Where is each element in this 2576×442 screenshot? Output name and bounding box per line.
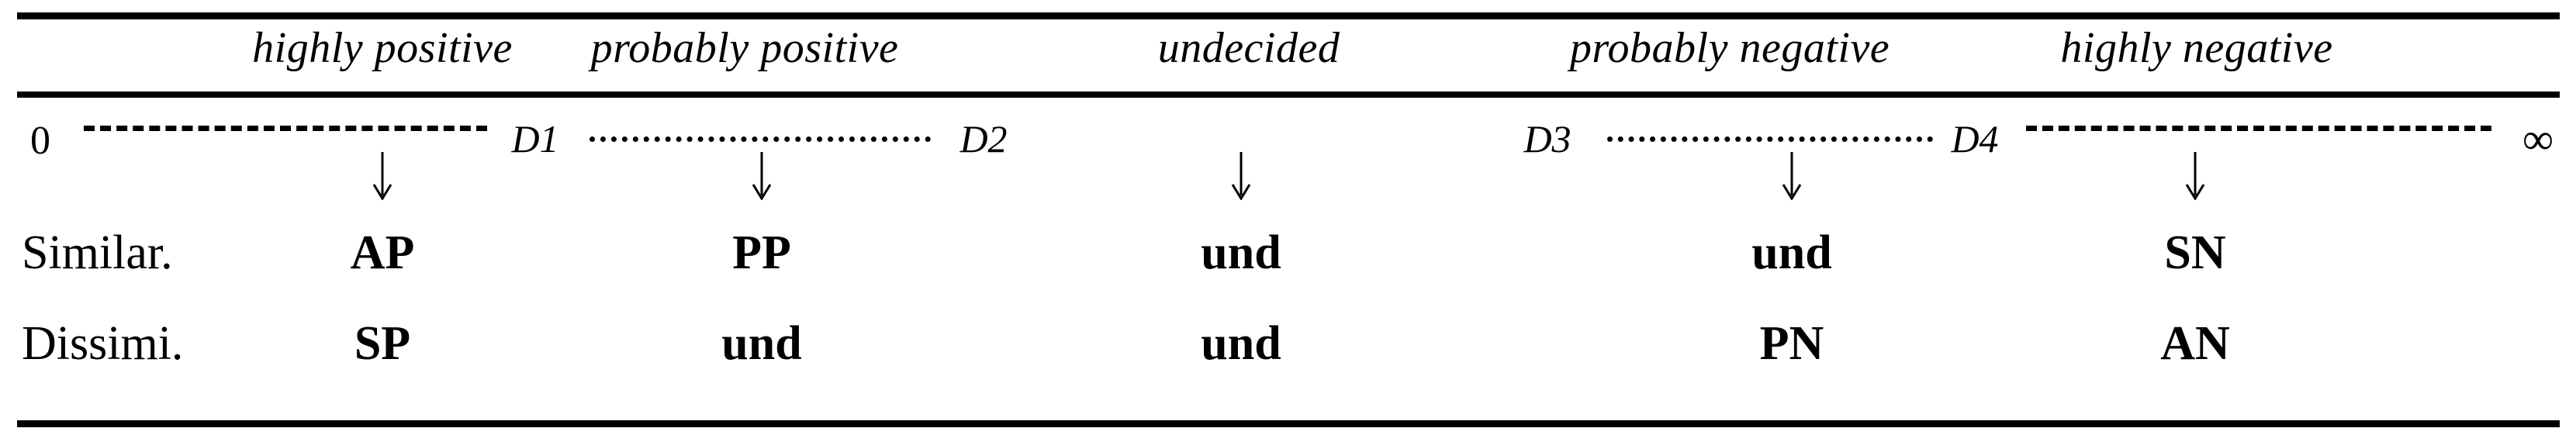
table-rule-middle bbox=[17, 92, 2560, 98]
group-label-highly-positive: highly positive bbox=[252, 24, 513, 72]
axis-segment-d1-d2 bbox=[590, 136, 931, 142]
axis-segment-d3-d4 bbox=[1607, 136, 1933, 142]
group-label-undecided: undecided bbox=[1157, 24, 1340, 72]
cell-dissimilar-probably-negative: PN bbox=[1759, 317, 1824, 370]
threshold-axis: 0 D1 D2 D3 D4 ∞ bbox=[0, 101, 2576, 161]
group-label-probably-negative: probably negative bbox=[1569, 24, 1890, 72]
cell-similar-probably-negative: und bbox=[1751, 226, 1832, 279]
axis-threshold-d4: D4 bbox=[1951, 117, 1999, 161]
row-header-similar: Similar. bbox=[22, 226, 173, 279]
axis-threshold-d2: D2 bbox=[960, 117, 1008, 161]
cell-similar-probably-positive: PP bbox=[732, 226, 791, 279]
down-arrow-icon-probably-positive bbox=[746, 152, 777, 200]
down-arrow-icon-highly-positive bbox=[367, 152, 398, 200]
down-arrow-icon-undecided bbox=[1226, 152, 1257, 200]
cell-similar-highly-positive: AP bbox=[350, 226, 415, 279]
cell-dissimilar-highly-positive: SP bbox=[354, 317, 411, 370]
row-header-dissimilar: Dissimi. bbox=[22, 317, 184, 370]
down-arrow-icon-highly-negative bbox=[2180, 152, 2211, 200]
cell-similar-undecided: und bbox=[1201, 226, 1281, 279]
group-label-highly-negative: highly negative bbox=[2060, 24, 2333, 72]
cell-similar-highly-negative: SN bbox=[2164, 226, 2226, 279]
cell-dissimilar-highly-negative: AN bbox=[2160, 317, 2230, 370]
axis-threshold-d3: D3 bbox=[1523, 117, 1572, 161]
table-rule-bottom bbox=[17, 420, 2560, 427]
axis-end-infinity: ∞ bbox=[2522, 116, 2554, 164]
axis-threshold-d1: D1 bbox=[511, 117, 559, 161]
axis-segment-zero-d1 bbox=[84, 126, 487, 131]
axis-segment-d4-infinity bbox=[2026, 126, 2491, 131]
axis-start-zero: 0 bbox=[30, 119, 50, 163]
table-rule-top bbox=[17, 12, 2560, 19]
cell-dissimilar-probably-positive: und bbox=[721, 317, 802, 370]
group-label-probably-positive: probably positive bbox=[590, 24, 899, 72]
cell-dissimilar-undecided: und bbox=[1201, 317, 1281, 370]
down-arrow-icon-probably-negative bbox=[1776, 152, 1807, 200]
